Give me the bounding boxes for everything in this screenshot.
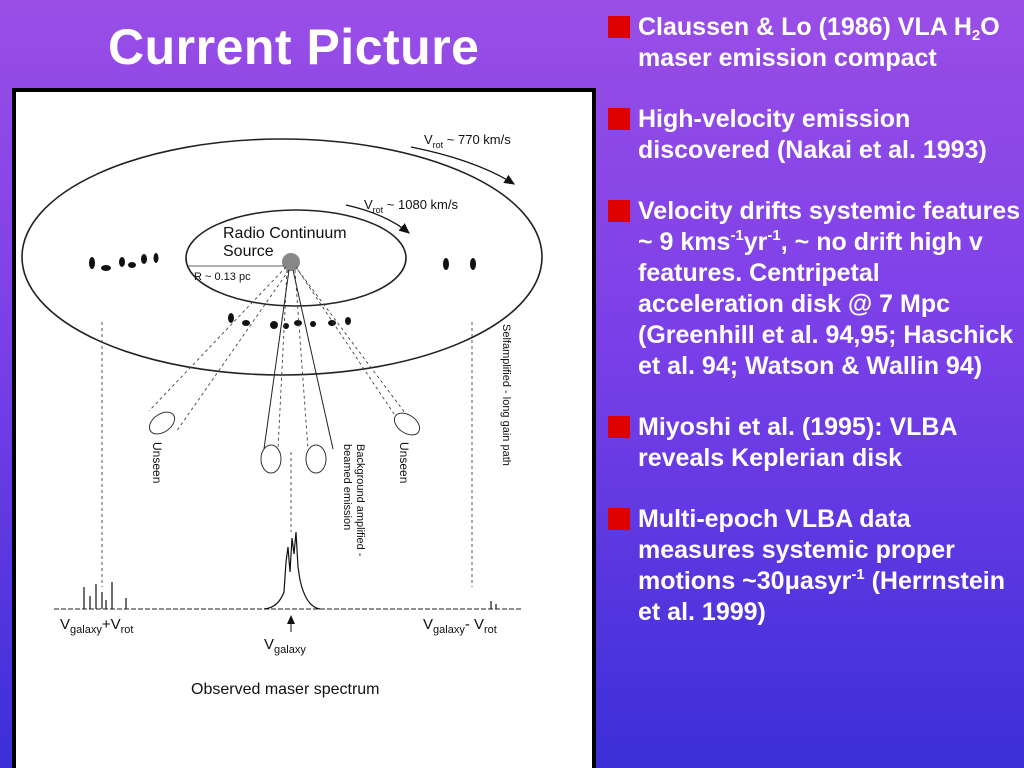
bullet-text: Velocity drifts systemic features ~ 9 km…	[638, 197, 1021, 380]
bullet-square-icon	[608, 16, 630, 38]
beam-cylinders	[148, 411, 421, 474]
radio-label-line2: Source	[223, 243, 274, 260]
maser-spots-left	[89, 253, 159, 271]
inner-disk-ellipse	[185, 209, 407, 307]
bullet-square-icon	[608, 108, 630, 130]
vgalaxy-minus-label: Vgalaxy- Vrot	[423, 616, 497, 636]
selfamplified-label: Selfamplified - long gain path	[500, 324, 512, 466]
unseen-left-label: Unseen	[150, 442, 164, 483]
vgalaxy-label: Vgalaxy	[264, 636, 306, 656]
outer-velocity-label: Vrot ~ 770 km/s	[424, 132, 511, 150]
vgalaxy-plus-label: Vgalaxy+Vrot	[60, 616, 133, 636]
inner-rotation-arrow	[345, 204, 410, 234]
background-label-line2: beamed emission	[341, 444, 353, 530]
bullet-text: Miyoshi et al. (1995): VLBA reveals Kepl…	[638, 413, 957, 472]
radio-label-line1: Radio Continuum	[223, 225, 347, 242]
radius-label: R ~ 0.13 pc	[194, 271, 251, 283]
slide-title: Current Picture	[108, 19, 480, 75]
bullet-item: Multi-epoch VLBA data measures systemic …	[604, 504, 1024, 628]
bullet-square-icon	[608, 416, 630, 438]
bullet-list: Claussen & Lo (1986) VLA H2O maser emiss…	[604, 12, 1024, 658]
radio-continuum-source	[282, 253, 300, 271]
maser-disk-figure: Vrot ~ 770 km/s Vrot ~ 1080 km/s Radio C…	[16, 92, 592, 768]
outer-disk-ellipse	[21, 138, 543, 376]
bullet-item: Velocity drifts systemic features ~ 9 km…	[604, 196, 1024, 382]
outer-rotation-arrow	[410, 146, 516, 185]
figure-frame: Vrot ~ 770 km/s Vrot ~ 1080 km/s Radio C…	[12, 88, 596, 768]
figure-caption: Observed maser spectrum	[191, 681, 380, 698]
systemic-spectrum-peak	[263, 531, 321, 610]
maser-disk-diagram: Vrot ~ 770 km/s Vrot ~ 1080 km/s Radio C…	[21, 132, 543, 698]
bullet-text: Claussen & Lo (1986) VLA H2O maser emiss…	[638, 13, 1000, 72]
maser-spots-systemic	[228, 313, 351, 329]
bullet-item: Miyoshi et al. (1995): VLBA reveals Kepl…	[604, 412, 1024, 474]
spectrum-lines	[83, 582, 497, 609]
beam-lines	[101, 266, 473, 587]
background-label-line1: Background amplified -	[354, 444, 366, 557]
bullet-item: High-velocity emission discovered (Nakai…	[604, 104, 1024, 166]
inner-velocity-label: Vrot ~ 1080 km/s	[364, 197, 458, 215]
maser-spots-right	[443, 258, 476, 270]
unseen-right-label: Unseen	[397, 442, 411, 483]
bullet-item: Claussen & Lo (1986) VLA H2O maser emiss…	[604, 12, 1024, 74]
bullet-text: Multi-epoch VLBA data measures systemic …	[638, 505, 1005, 626]
bullet-square-icon	[608, 200, 630, 222]
bullet-square-icon	[608, 508, 630, 530]
beam-solid	[263, 269, 334, 450]
bullet-text: High-velocity emission discovered (Nakai…	[638, 105, 987, 164]
